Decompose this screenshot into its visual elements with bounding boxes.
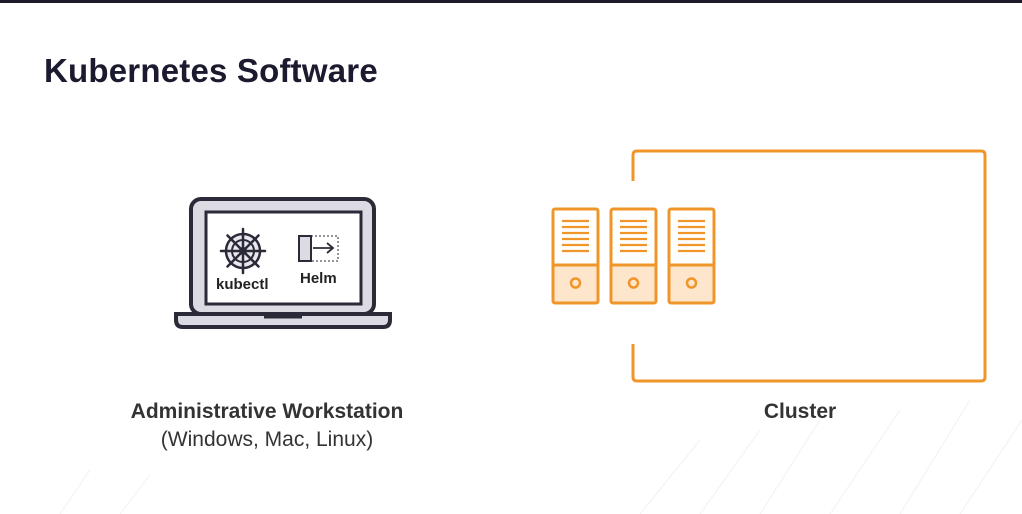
server-icon <box>609 207 658 305</box>
helm-arrow-icon <box>298 235 339 262</box>
kubectl-label: kubectl <box>216 276 269 293</box>
workstation-title: Administrative Workstation <box>130 400 404 423</box>
server-icon <box>551 207 600 305</box>
laptop-icon <box>174 197 392 329</box>
helm-label: Helm <box>300 270 337 287</box>
workstation-caption: Administrative Workstation (Windows, Mac… <box>97 400 437 452</box>
top-rule <box>0 0 1022 3</box>
background-texture <box>59 399 1022 514</box>
cluster-boundary <box>631 149 987 383</box>
cluster-label: Cluster <box>763 400 837 423</box>
workstation-subtitle: (Windows, Mac, Linux) <box>160 428 374 451</box>
kubernetes-helm-wheel-icon <box>219 227 267 275</box>
cluster-caption: Cluster <box>700 400 900 424</box>
slide-title: Kubernetes Software <box>44 52 378 89</box>
server-icon <box>667 207 716 305</box>
